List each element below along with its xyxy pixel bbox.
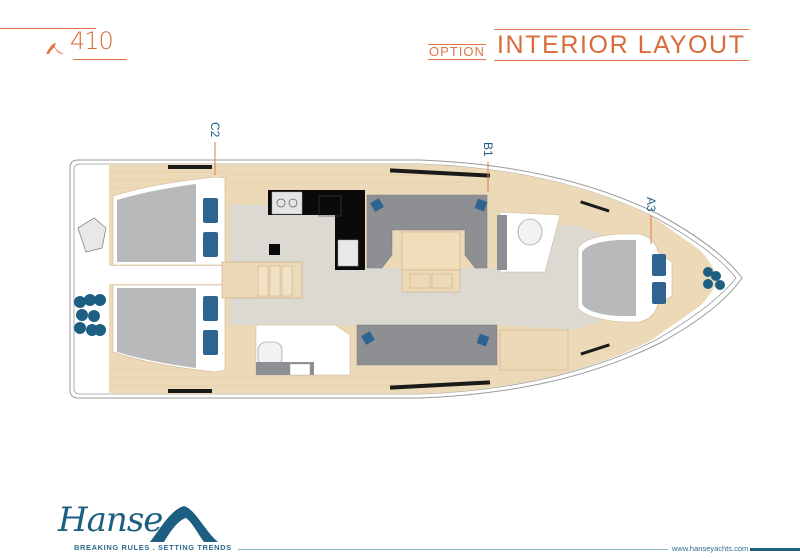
saloon-sofa-port: [366, 194, 488, 269]
footer-accent-bar: [750, 548, 800, 551]
aft-cabin-starboard: [112, 284, 226, 373]
brand-name: Hanse: [58, 500, 163, 540]
pillow-icon: [203, 198, 218, 223]
cushion-icon: [474, 198, 488, 212]
saloon-table: [401, 231, 461, 293]
sink-icon: [337, 239, 359, 267]
aft-head: [255, 324, 351, 376]
fenders-bow-icon: [703, 267, 725, 290]
cabin-label-b1: B1: [481, 142, 495, 157]
forward-head: [497, 211, 561, 273]
saloon-sofa-starboard: [356, 324, 498, 366]
model-underline: [73, 59, 127, 60]
life-raft-icon: [77, 217, 107, 253]
page-title: INTERIOR LAYOUT: [494, 29, 749, 61]
brand-tagline: BREAKING RULES . SETTING TRENDS: [74, 543, 232, 552]
toilet-icon: [517, 218, 543, 246]
footer-rule: [238, 549, 668, 550]
pillow-icon: [203, 330, 218, 355]
forward-cabin: [577, 233, 673, 323]
website-link[interactable]: www.hanseyachts.com: [672, 544, 749, 553]
hull-windows: [168, 165, 610, 393]
galley: [268, 190, 365, 270]
hanse-wave-logo-icon: [150, 506, 218, 543]
basin-icon: [289, 363, 311, 376]
pillow-icon: [203, 296, 218, 321]
cabin-label-a3: A3: [644, 197, 658, 212]
wave-logo-icon: [46, 43, 64, 54]
model-number: 410: [70, 27, 114, 55]
cabin-divider: [109, 266, 229, 284]
pillow-icon: [203, 232, 218, 257]
cushion-icon: [476, 333, 490, 347]
pillow-icon: [652, 254, 666, 276]
cabin-label-c2: C2: [208, 122, 222, 138]
pillow-icon: [652, 282, 666, 304]
hanging-locker: [499, 329, 569, 371]
cushion-icon: [361, 331, 375, 345]
fenders-icon: [74, 294, 106, 336]
companionway-steps: [221, 261, 303, 299]
stove-icon: [271, 191, 303, 215]
aft-cabin-port: [112, 176, 226, 266]
cushion-icon: [370, 198, 384, 212]
trash-bin-icon: [269, 244, 280, 255]
option-label: OPTION: [428, 44, 486, 60]
header-top-rule: [0, 28, 96, 29]
fridge-icon: [318, 195, 342, 217]
